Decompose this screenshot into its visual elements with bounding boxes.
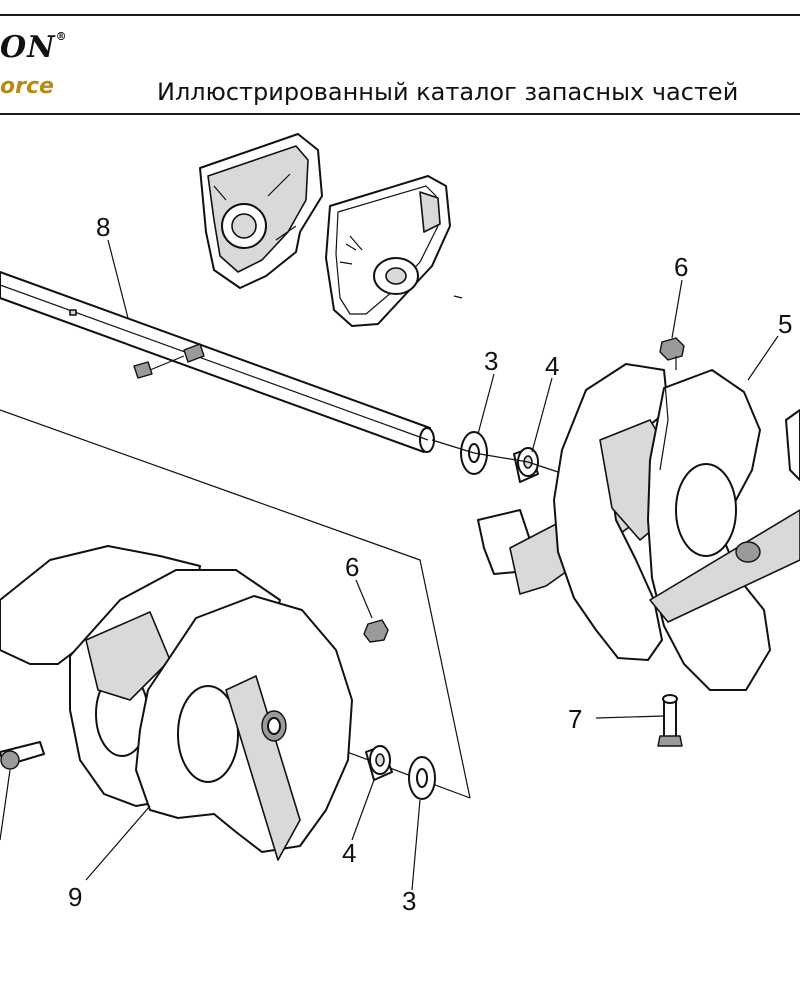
axis-line-upper — [431, 439, 571, 477]
label-6b: 6 — [345, 552, 359, 582]
label-4a: 4 — [545, 351, 559, 381]
label-9: 9 — [68, 882, 82, 912]
label-3a: 3 — [484, 346, 498, 376]
label-8: 8 — [96, 212, 110, 242]
nut-lower — [363, 619, 389, 643]
shaft — [0, 271, 435, 453]
label-6a: 6 — [674, 252, 688, 282]
label-5: 5 — [778, 309, 792, 339]
exploded-parts-diagram: 8 3 4 6 5 6 7 4 9 3 — [0, 133, 800, 916]
nut-upper — [659, 337, 685, 370]
leader-lines — [0, 239, 779, 891]
logo-tagline: orce — [0, 74, 54, 99]
header-rule-bottom — [0, 113, 800, 115]
washer-lower — [408, 756, 436, 800]
label-7: 7 — [568, 704, 582, 734]
bushing-upper — [513, 447, 539, 483]
header-rule-top — [0, 14, 800, 16]
label-3b: 3 — [402, 886, 416, 916]
brand-logo: ON® orce — [0, 30, 120, 100]
bolt — [657, 694, 683, 747]
auger-left — [0, 545, 353, 861]
auger-right — [477, 363, 800, 691]
bushing-lower — [365, 745, 393, 781]
label-4b: 4 — [342, 838, 356, 868]
page-title: Иллюстрированный каталог запасных частей — [157, 78, 739, 106]
guide-line-lower — [0, 409, 471, 799]
gearbox-housing-left — [199, 133, 323, 289]
logo-wordmark: ON® — [0, 30, 68, 65]
gearbox-housing-right — [325, 175, 463, 327]
